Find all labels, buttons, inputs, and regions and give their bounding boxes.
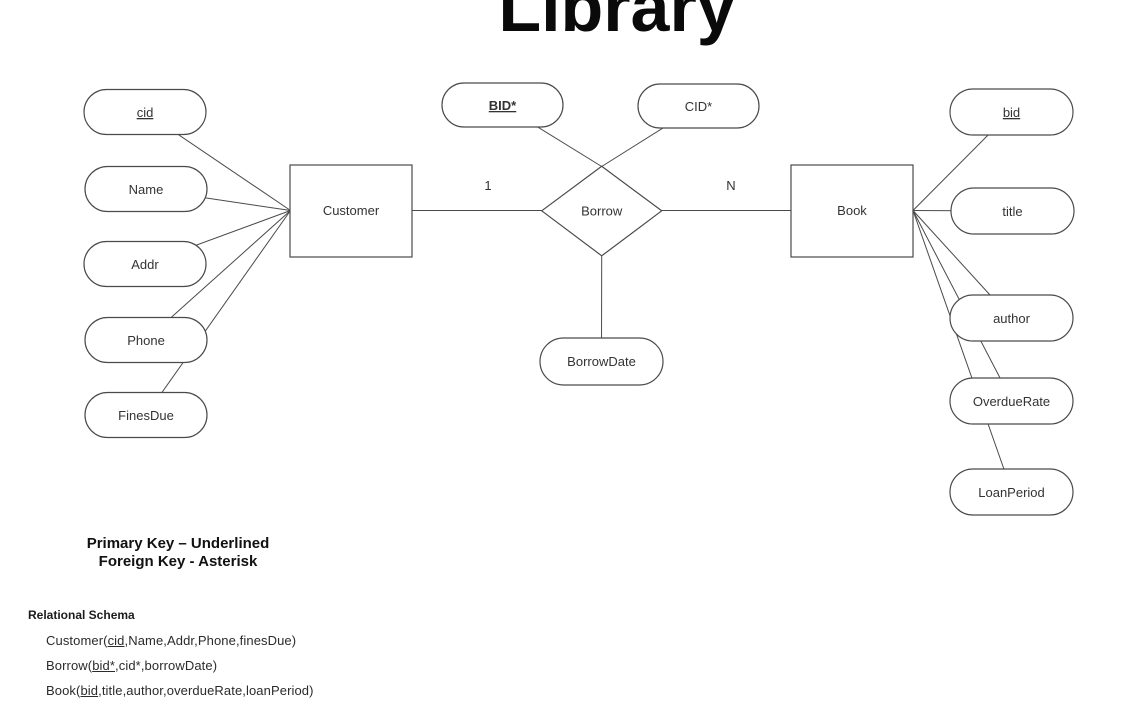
legend-foreign-key: Foreign Key - Asterisk — [58, 553, 298, 571]
attribute-title-label: title — [1002, 204, 1022, 219]
attribute-borrowdate-label: BorrowDate — [567, 354, 636, 369]
schema-relation-borrow: Borrow(bid*,cid*,borrowDate) — [46, 658, 314, 673]
schema-borrow-suffix: ,cid*,borrowDate) — [115, 658, 217, 673]
entity-customer-label: Customer — [323, 203, 380, 218]
schema-book-key: bid — [80, 683, 98, 698]
schema-relation-book: Book(bid,title,author,overdueRate,loanPe… — [46, 683, 314, 698]
attribute-finesdue-label: FinesDue — [118, 408, 174, 423]
er-diagram-canvas: Library cid Name Addr Phone FinesDue BID… — [0, 0, 1140, 600]
schema-relation-customer: Customer(cid,Name,Addr,Phone,finesDue) — [46, 633, 314, 648]
attribute-bid-fk-label: BID* — [489, 98, 517, 113]
schema-book-suffix: ,title,author,overdueRate,loanPeriod) — [98, 683, 313, 698]
attribute-author-label: author — [993, 311, 1031, 326]
attribute-phone-label: Phone — [127, 333, 165, 348]
attribute-loanperiod-label: LoanPeriod — [978, 485, 1045, 500]
legend: Primary Key – Underlined Foreign Key - A… — [58, 535, 298, 570]
schema-book-prefix: Book( — [46, 683, 80, 698]
relational-schema: Relational Schema Customer(cid,Name,Addr… — [28, 608, 314, 708]
legend-primary-key: Primary Key – Underlined — [58, 535, 298, 553]
attribute-addr-label: Addr — [131, 257, 159, 272]
cardinality-one-label: 1 — [484, 178, 491, 193]
attribute-name-label: Name — [129, 182, 164, 197]
schema-customer-prefix: Customer( — [46, 633, 108, 648]
connector-book-loanperiod — [913, 211, 1012, 493]
diagram-title: Library — [498, 0, 735, 46]
attribute-cid-fk-label: CID* — [685, 99, 712, 114]
schema-borrow-key: bid* — [92, 658, 115, 673]
entity-book-label: Book — [837, 203, 867, 218]
schema-borrow-prefix: Borrow( — [46, 658, 92, 673]
connector-lines — [145, 105, 1013, 492]
cardinality-n-label: N — [726, 178, 735, 193]
attribute-overduerate-label: OverdueRate — [973, 394, 1050, 409]
schema-heading: Relational Schema — [28, 608, 314, 622]
attribute-bid-label: bid — [1003, 105, 1020, 120]
relationship-borrow-label: Borrow — [581, 204, 623, 219]
attribute-cid-label: cid — [137, 105, 154, 120]
book-attributes: bid title author OverdueRate LoanPeriod — [950, 89, 1074, 515]
schema-customer-suffix: ,Name,Addr,Phone,finesDue) — [125, 633, 297, 648]
schema-customer-key: cid — [108, 633, 125, 648]
